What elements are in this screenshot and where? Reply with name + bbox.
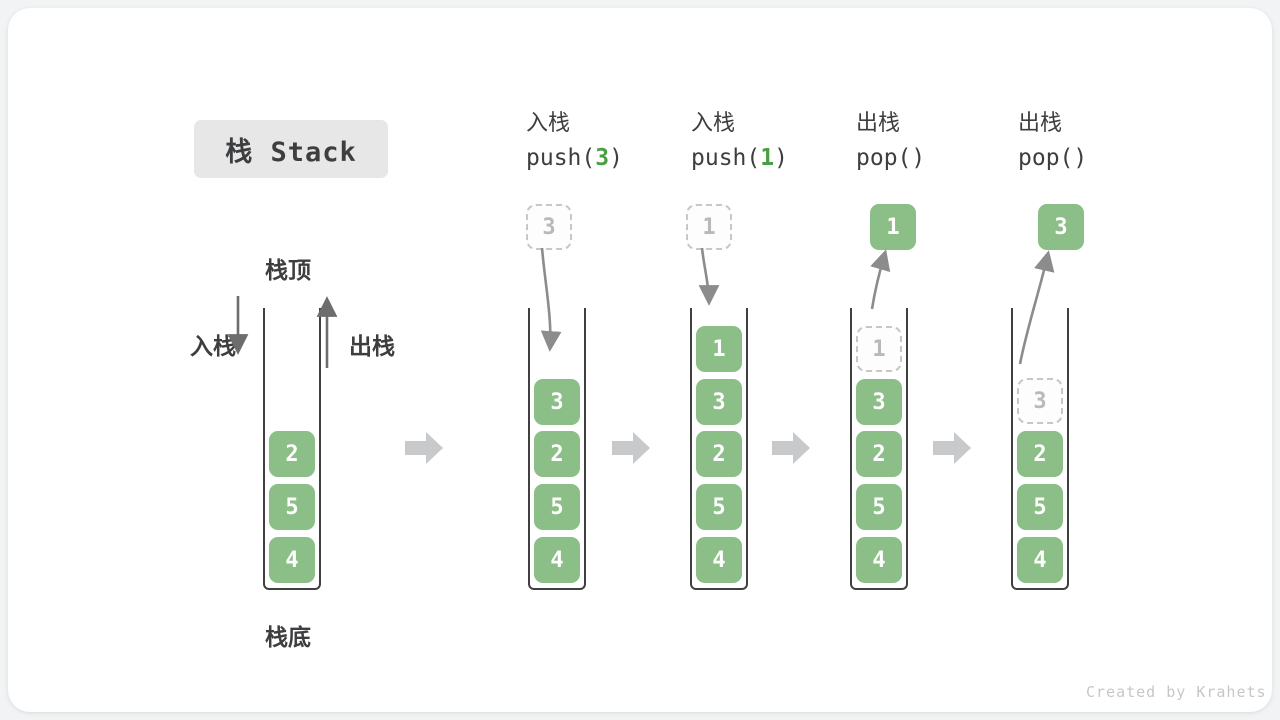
- step-arrow-icon: [612, 432, 650, 464]
- floating-value-pop1: 1: [870, 204, 916, 250]
- op-code: push(3): [526, 147, 623, 170]
- stack-item: 5: [269, 484, 315, 530]
- op-label: 出栈: [1018, 110, 1063, 135]
- stack-item: 2: [269, 431, 315, 477]
- step-arrow-icon: [933, 432, 971, 464]
- op-code: pop(): [1018, 145, 1088, 171]
- stack-top-label: 栈顶: [265, 257, 311, 283]
- stack-item: 4: [534, 537, 580, 583]
- stack-item: 4: [696, 537, 742, 583]
- op-header-pop3: 出栈 pop(): [1018, 112, 1087, 170]
- stack-item: 4: [1017, 537, 1063, 583]
- step-arrow-icon: [772, 432, 810, 464]
- floating-value-pop3: 3: [1038, 204, 1084, 250]
- code-pre: push(: [526, 145, 596, 171]
- stack-item: 3: [534, 379, 580, 425]
- stack-item: 5: [696, 484, 742, 530]
- stack-item: 5: [534, 484, 580, 530]
- stack-item: 2: [696, 431, 742, 477]
- stack-item: 4: [856, 537, 902, 583]
- op-code: pop(): [856, 145, 926, 171]
- popped-ghost-slot: 1: [856, 326, 902, 372]
- code-post: ): [774, 145, 788, 171]
- op-header-push1: 入栈 push(1): [691, 112, 788, 170]
- stack-item: 2: [856, 431, 902, 477]
- stack-item: 1: [696, 326, 742, 372]
- stack-item: 5: [856, 484, 902, 530]
- stack-item: 3: [696, 379, 742, 425]
- popped-ghost-slot: 3: [1017, 378, 1063, 424]
- code-arg: 1: [760, 145, 775, 171]
- stack-item: 2: [534, 431, 580, 477]
- step-arrow-icon: [405, 432, 443, 464]
- stack-item: 2: [1017, 431, 1063, 477]
- op-header-pop1: 出栈 pop(): [856, 112, 925, 170]
- code-pre: push(: [691, 145, 761, 171]
- stack-item: 4: [269, 537, 315, 583]
- op-label: 入栈: [691, 110, 736, 135]
- pop1-motion-arrow-icon: [870, 249, 891, 310]
- push1-motion-arrow-icon: [698, 247, 720, 306]
- op-header-push3: 入栈 push(3): [526, 112, 623, 170]
- op-label: 出栈: [856, 110, 901, 135]
- floating-value-push3: 3: [526, 204, 572, 250]
- push-side-label: 入栈: [190, 333, 236, 359]
- op-label: 入栈: [526, 110, 571, 135]
- op-code: push(1): [691, 147, 788, 170]
- diagram-card: 栈 Stack 栈顶 栈底 入栈 出栈 入栈 push(3) 入栈 push(1…: [8, 8, 1272, 712]
- title-badge: 栈 Stack: [194, 120, 388, 178]
- code-arg: 3: [595, 145, 610, 171]
- stack-bottom-label: 栈底: [265, 624, 311, 650]
- stack-item: 5: [1017, 484, 1063, 530]
- pop-side-label: 出栈: [349, 333, 395, 359]
- floating-value-push1: 1: [686, 204, 732, 250]
- code-post: ): [609, 145, 623, 171]
- stack-item: 3: [856, 379, 902, 425]
- title-text: 栈 Stack: [225, 136, 357, 168]
- watermark-credit: Created by Krahets: [1086, 683, 1267, 701]
